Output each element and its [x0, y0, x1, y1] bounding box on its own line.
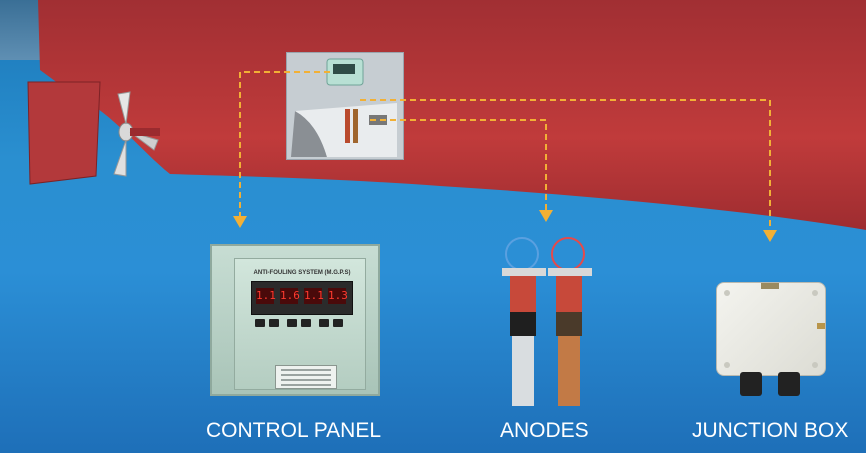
rudder — [27, 81, 101, 185]
control-panel-title: ANTI-FOULING SYSTEM (M.G.P.S) — [253, 270, 351, 276]
control-panel-front: ANTI-FOULING SYSTEM (M.G.P.S) 1.1 1.6 1.… — [234, 258, 366, 390]
control-panel-label: CONTROL PANEL — [206, 419, 382, 442]
name-plate — [275, 365, 337, 389]
arrow-down-icon — [539, 210, 553, 222]
anode-icon — [502, 237, 592, 406]
junction-box-icon — [716, 273, 826, 376]
display-digit: 1.6 — [280, 288, 300, 304]
panel-keys — [253, 319, 353, 331]
display-digit: 1.1 — [256, 288, 276, 304]
arrow-down-icon — [233, 216, 247, 228]
cable-gland-icon — [740, 372, 800, 396]
ship-hull-icon — [27, 0, 866, 230]
hull-section-icon — [287, 53, 403, 159]
control-panel-icon: ANTI-FOULING SYSTEM (M.G.P.S) 1.1 1.6 1.… — [210, 244, 380, 396]
junction-box-details — [724, 273, 825, 368]
propeller-icon — [113, 91, 160, 177]
junction-box-label: JUNCTION BOX — [692, 419, 849, 442]
anodes-label: ANODES — [500, 419, 589, 442]
display-digit: 1.3 — [328, 288, 348, 304]
hull-section-inset — [286, 52, 404, 160]
display-digit: 1.1 — [304, 288, 324, 304]
display-strip: ANTI-FOULING SYSTEM (M.G.P.S) 1.1 1.6 1.… — [251, 270, 353, 315]
arrow-down-icon — [763, 230, 777, 242]
